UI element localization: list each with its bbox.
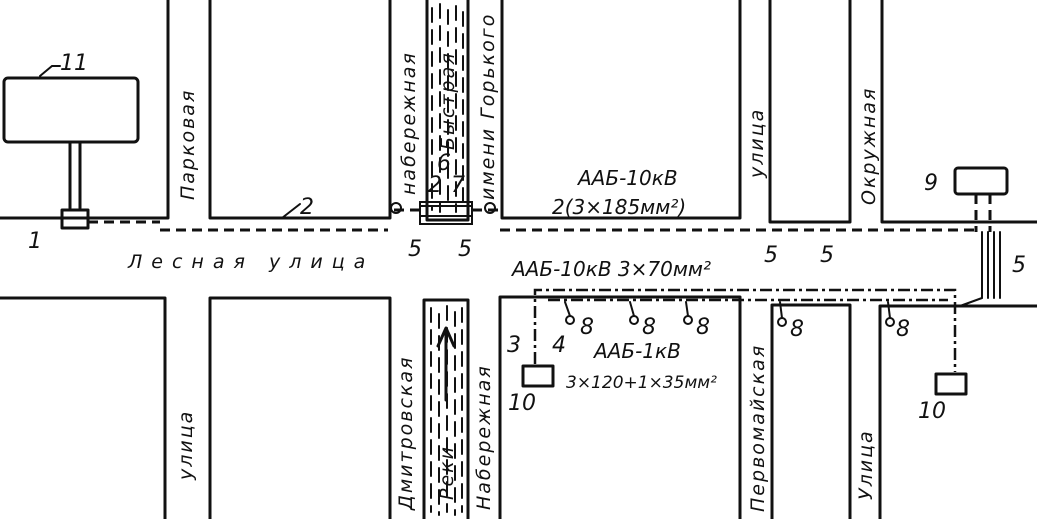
marker-5-a: 5 xyxy=(408,237,422,262)
street-naberezhnaya-bottom: Набережная xyxy=(473,364,495,510)
transformer-10-left xyxy=(521,364,555,388)
marker-11: 11 xyxy=(60,51,88,76)
marker-3: 3 xyxy=(507,333,521,358)
bridge-crossing xyxy=(390,201,496,225)
cable-label-aab1-1: ААБ-1кВ xyxy=(592,339,681,363)
marker-1: 1 xyxy=(28,229,42,254)
transformer-10-right xyxy=(934,372,968,396)
marker-2b: 2 xyxy=(428,173,442,198)
marker-8-c: 8 xyxy=(696,315,710,340)
marker-5-e: 5 xyxy=(1012,253,1026,278)
river-hatching xyxy=(430,3,464,516)
street-naberezhnaya-top: набережная xyxy=(398,51,420,195)
marker-8-e: 8 xyxy=(896,317,910,342)
cable-label-aab10-top-2: 2(3×185мм²) xyxy=(552,195,686,219)
marker-2a: 2 xyxy=(300,195,314,220)
marker-8-b: 8 xyxy=(642,315,656,340)
street-parkovaya: Парковая xyxy=(177,89,199,200)
marker-8-a: 8 xyxy=(580,315,594,340)
marker-5-b: 5 xyxy=(458,237,472,262)
cable-label-aab10-mid: ААБ-10кВ 3×70мм² xyxy=(510,257,711,281)
street-dmitrovskaya: Дмитровская xyxy=(395,356,417,511)
cable-1kv-3x120 xyxy=(533,288,957,372)
street-reki: Реки xyxy=(436,445,458,500)
street-ulitsa-top: улица xyxy=(746,108,768,179)
street-okruzhnaya: Окружная xyxy=(858,87,880,205)
street-ulitsa-bottom-right: Улица xyxy=(855,429,877,500)
street-bystraya: Быстрая xyxy=(437,51,459,150)
marker-5-d: 5 xyxy=(820,243,834,268)
marker-10-left: 10 xyxy=(508,391,536,416)
street-ulitsa-bottom-left: улица xyxy=(175,410,197,481)
marker-10-right: 10 xyxy=(918,399,946,424)
marker-5-c: 5 xyxy=(764,243,778,268)
marker-6: 6 xyxy=(437,151,451,176)
street-pervomaiskaya: Первомайская xyxy=(747,344,769,512)
street-lesnaya: Лесная улица xyxy=(127,251,374,273)
power-station-11 xyxy=(2,65,140,230)
marker-7: 7 xyxy=(451,173,465,198)
marker-9: 9 xyxy=(924,171,938,196)
flow-arrow-icon xyxy=(436,326,456,402)
cable-label-aab1-2: 3×120+1×35мм² xyxy=(566,373,717,393)
marker-4: 4 xyxy=(552,333,566,358)
substation-9 xyxy=(953,166,1009,307)
marker-8-d: 8 xyxy=(790,317,804,342)
street-imeni-gorkogo: имени Горького xyxy=(477,13,499,200)
cable-label-aab10-top-1: ААБ-10кВ xyxy=(576,166,678,190)
